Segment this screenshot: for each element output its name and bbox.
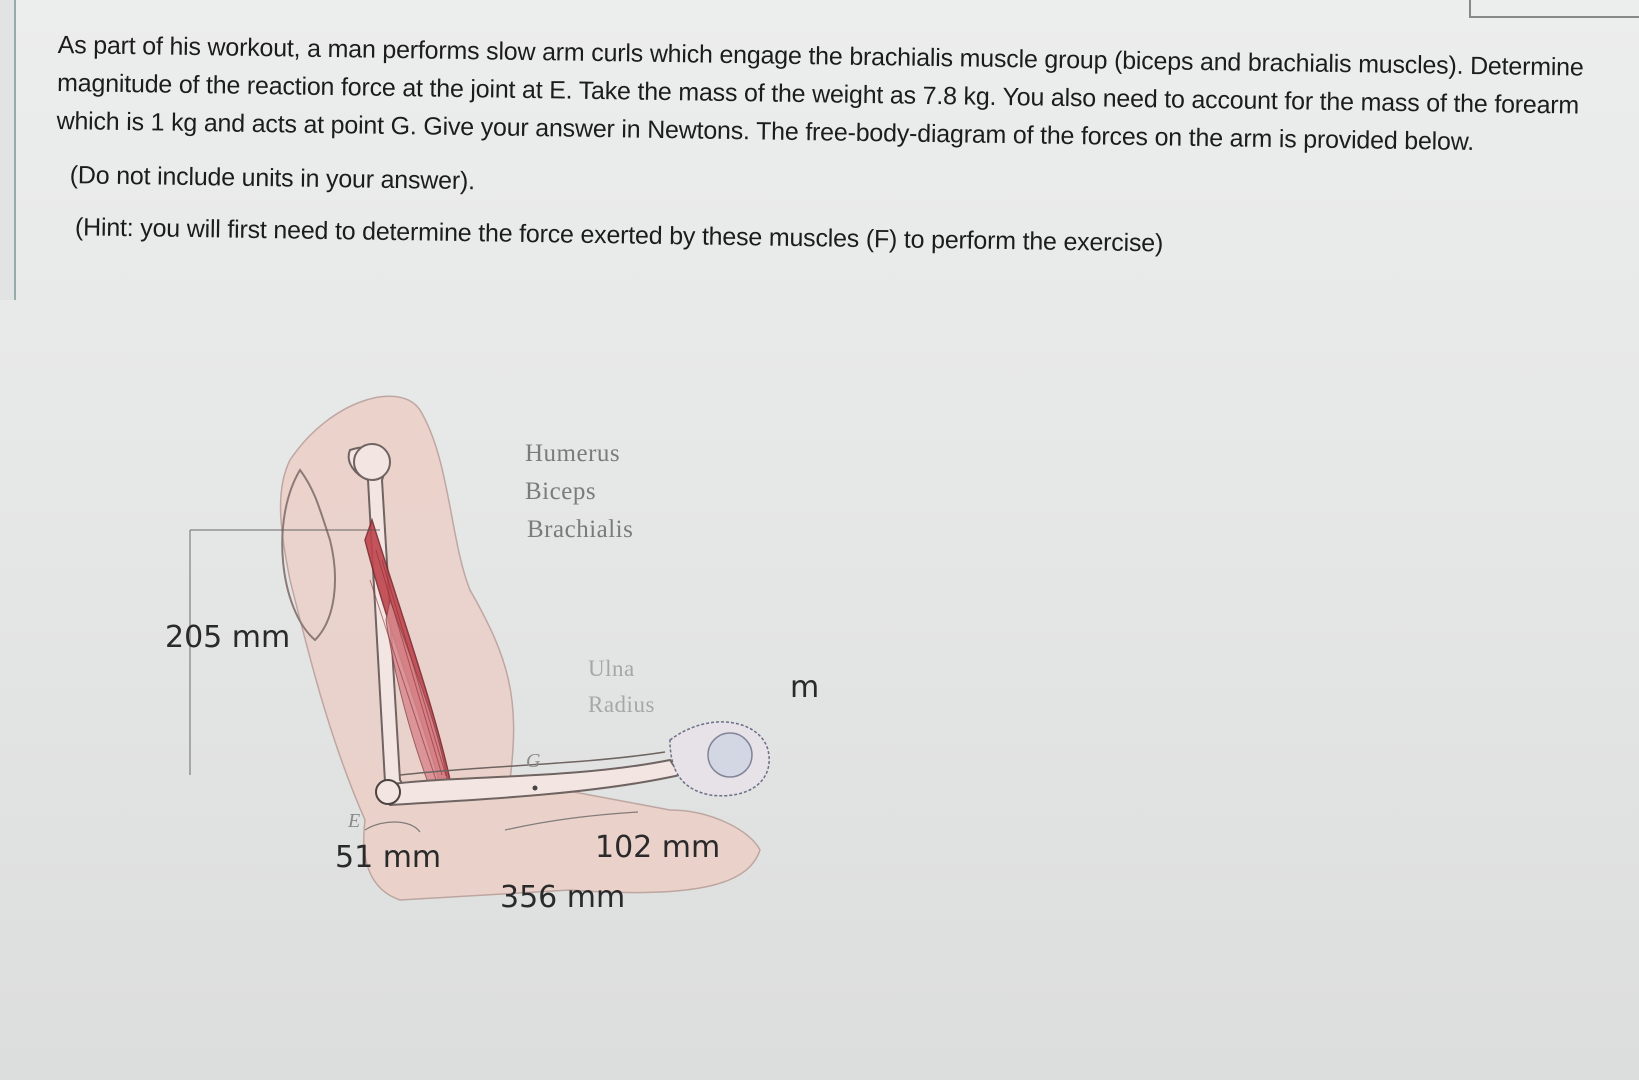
dim-356: 356 mm — [500, 880, 626, 915]
muscle-striations — [369, 549, 447, 781]
arm-illustration — [189, 395, 770, 901]
radius-line — [399, 751, 666, 776]
question-hint: (Hint: you will first need to determine … — [74, 213, 1164, 258]
question-text: As part of his workout, a man performs s… — [56, 30, 1584, 157]
label-ulna: Ulna — [588, 656, 635, 681]
corner-box — [1469, 0, 1639, 18]
label-radius: Radius — [588, 692, 655, 717]
point-g-mark — [532, 785, 538, 791]
label-mass: m — [790, 670, 820, 705]
dim-205: 205 mm — [165, 620, 291, 655]
label-point-e: E — [348, 810, 361, 832]
dim-51: 51 mm — [335, 840, 442, 875]
label-point-g: G — [526, 750, 541, 772]
question-note: (Do not include units in your answer). — [69, 161, 476, 196]
dim-102: 102 mm — [595, 830, 721, 865]
weight-blob — [707, 732, 753, 778]
label-biceps: Biceps — [525, 478, 597, 505]
elbow-joint — [375, 779, 401, 805]
arm-diagram: Humerus Biceps Brachialis Ulna Radius m … — [150, 380, 870, 980]
dimension-guides — [189, 529, 639, 833]
question-block: As part of his workout, a man performs s… — [55, 26, 1628, 267]
page-edge — [0, 0, 16, 300]
scapula — [281, 468, 336, 642]
label-humerus: Humerus — [525, 440, 621, 467]
humerus-head — [353, 443, 391, 481]
label-brachialis: Brachialis — [527, 516, 634, 543]
